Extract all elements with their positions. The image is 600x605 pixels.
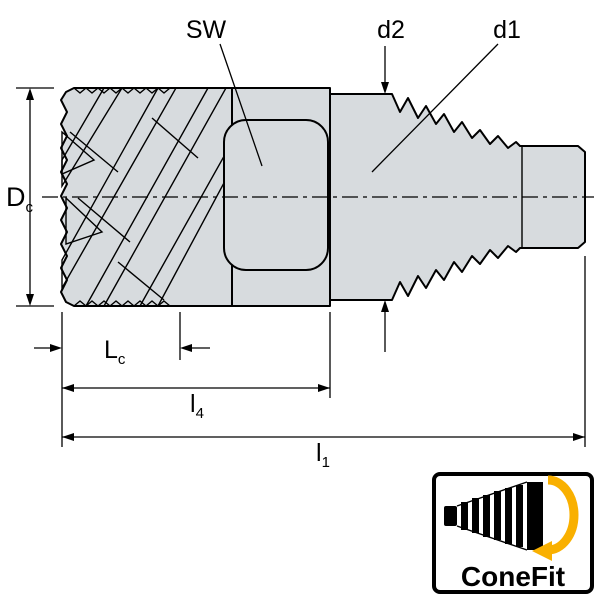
dimension-d2: d2 (377, 16, 405, 352)
l4-arrowhead-left (62, 384, 74, 392)
conefit-logo-text: ConeFit (461, 561, 565, 592)
bottom-serration (73, 300, 171, 307)
leader-sw: SW (186, 16, 263, 167)
hex-flat-sw (223, 119, 329, 271)
top-serration (73, 87, 171, 94)
label-sw: SW (186, 16, 227, 44)
label-l4: l4 (190, 390, 204, 422)
dc-arrowhead-bottom (26, 294, 34, 306)
leader-d1: d1 (371, 16, 521, 173)
d1-leader-line (371, 43, 499, 173)
rotation-arrowhead (532, 541, 552, 561)
dimension-l4: l4 (62, 312, 331, 422)
cone-icon (444, 481, 543, 551)
dimension-l1: l1 (62, 256, 586, 471)
cutting-edge-line (117, 261, 165, 301)
flute-band (61, 87, 178, 291)
label-l1: l1 (316, 439, 330, 471)
lc-arrowhead-right (180, 344, 192, 352)
rotation-arrow-arc (547, 475, 579, 555)
rotation-arrow-icon (532, 475, 579, 561)
d2-arrowhead-bottom (381, 300, 389, 312)
cutting-edge-line (69, 131, 119, 173)
d2-arrowhead-top (381, 82, 389, 94)
shank-outline (329, 93, 586, 301)
conefit-logo: ConeFit (432, 472, 594, 594)
dc-arrowhead-top (26, 88, 34, 100)
cutting-edge-line (151, 117, 199, 159)
label-lc: Lc (104, 336, 126, 368)
dimension-dc: Dc (6, 87, 54, 307)
dimension-lc: Lc (34, 312, 210, 447)
l1-arrowhead-right (573, 433, 585, 441)
lc-arrowhead-left (50, 344, 62, 352)
label-d2: d2 (377, 16, 405, 44)
label-dc: Dc (6, 182, 34, 216)
flute-facet (65, 196, 104, 245)
l4-arrowhead-right (318, 384, 330, 392)
cutting-edge-line (77, 197, 131, 243)
label-d1: d1 (493, 16, 521, 44)
sw-leader-line (219, 43, 263, 167)
flute-facet (61, 130, 96, 176)
l1-arrowhead-left (62, 433, 74, 441)
